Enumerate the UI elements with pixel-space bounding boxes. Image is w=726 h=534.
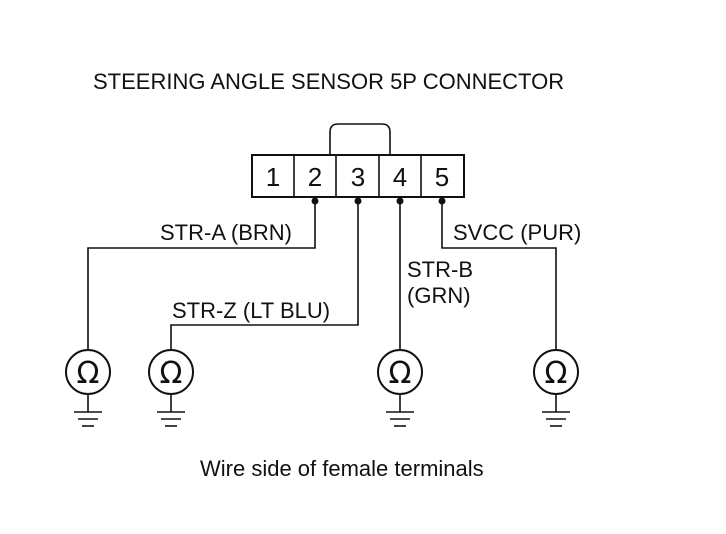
svg-text:Ω: Ω	[160, 356, 183, 391]
connector-body	[251, 154, 465, 198]
pin-2-label: 2	[308, 162, 322, 192]
wire-label-str-z: STR-Z (LT BLU)	[172, 298, 330, 323]
ohmmeter-icon: Ω	[533, 349, 579, 412]
diagram-caption: Wire side of female terminals	[200, 456, 484, 481]
wire-label-str-a: STR-A (BRN)	[160, 220, 292, 245]
ohmmeter-icon: Ω	[65, 349, 111, 412]
pin-4-label: 4	[393, 162, 407, 192]
svg-text:Ω: Ω	[389, 356, 412, 391]
pin-5-label: 5	[435, 162, 449, 192]
diagram-title: STEERING ANGLE SENSOR 5P CONNECTOR	[93, 69, 564, 94]
svg-text:Ω: Ω	[77, 356, 100, 391]
ground-icon	[74, 411, 102, 427]
wire-label-str-b-color: (GRN)	[407, 283, 471, 308]
ohmmeter-icon: Ω	[148, 349, 194, 412]
wire-label-str-b: STR-B	[407, 257, 473, 282]
ground-icon	[157, 411, 185, 427]
ground-icon	[542, 411, 570, 427]
ohmmeter-icon: Ω	[377, 349, 423, 412]
svg-text:Ω: Ω	[545, 356, 568, 391]
pin-1-label: 1	[266, 162, 280, 192]
ground-icon	[386, 411, 414, 427]
pin-3-label: 3	[351, 162, 365, 192]
connector-latch	[329, 123, 391, 155]
wire-svcc	[441, 201, 557, 350]
wire-str-z	[170, 201, 359, 350]
wire-str-a	[87, 201, 316, 350]
wire-label-svcc: SVCC (PUR)	[453, 220, 581, 245]
